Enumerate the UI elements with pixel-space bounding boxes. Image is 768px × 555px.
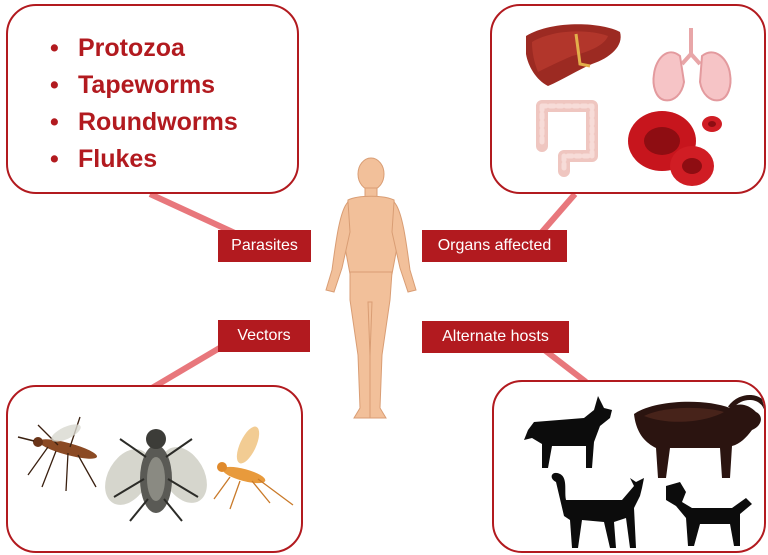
hosts-panel: [492, 380, 766, 553]
parasite-roundworms: Roundworms: [78, 108, 238, 136]
label-organs-affected: Organs affected: [422, 230, 567, 262]
liver-icon: [526, 24, 621, 86]
intestine-icon: [542, 106, 592, 171]
sandfly-icon: [214, 423, 293, 509]
human-body-icon: [318, 150, 424, 422]
vector-illustrations: [8, 387, 303, 553]
mosquito-icon: [18, 417, 99, 491]
lungs-icon: [653, 28, 730, 100]
red-blood-cells-icon: [628, 111, 722, 186]
parasite-item: •Flukes: [50, 141, 238, 178]
organs-panel: [490, 4, 766, 194]
vectors-panel: [6, 385, 303, 553]
parasite-tapeworms: Tapeworms: [78, 71, 215, 99]
parasite-item: •Roundworms: [50, 104, 238, 141]
goat-icon: [524, 396, 612, 468]
parasite-list: •Protozoa •Tapeworms •Roundworms •Flukes: [50, 30, 238, 178]
label-vectors: Vectors: [218, 320, 310, 352]
label-parasites: Parasites: [218, 230, 311, 262]
buffalo-icon: [634, 397, 766, 478]
host-illustrations: [494, 382, 766, 553]
dog-icon: [666, 482, 752, 546]
cat-icon: [552, 473, 644, 548]
organ-illustrations: [492, 6, 766, 194]
parasite-item: •Protozoa: [50, 30, 238, 67]
fly-icon: [96, 429, 217, 521]
parasite-item: •Tapeworms: [50, 67, 238, 104]
parasite-flukes: Flukes: [78, 145, 157, 173]
parasites-panel: •Protozoa •Tapeworms •Roundworms •Flukes: [6, 4, 299, 194]
label-alternate-hosts: Alternate hosts: [422, 321, 569, 353]
parasite-protozoa: Protozoa: [78, 34, 185, 62]
